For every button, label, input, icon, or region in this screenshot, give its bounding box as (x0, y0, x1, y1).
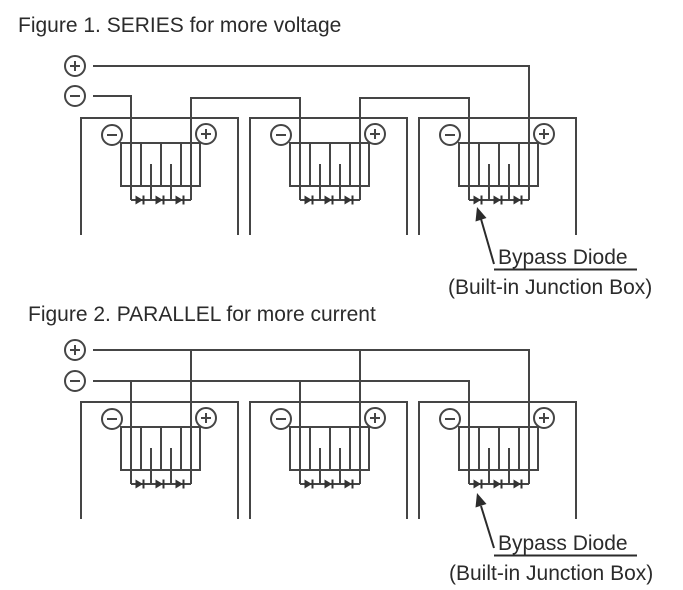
negative-bus-wire (93, 380, 470, 470)
solar-module-3 (419, 402, 576, 519)
array-negative-terminal-icon (64, 85, 86, 107)
solar-module-3 (419, 118, 576, 235)
callout-leader-line (480, 505, 495, 549)
bypass-diode-callout: Bypass Diode (Built-in Junction Box) (449, 493, 653, 585)
negative-lead-wire (93, 95, 132, 143)
array-negative-terminal-icon (64, 370, 86, 392)
series-link-wire-2 (359, 97, 470, 186)
figure1-title: Figure 1. SERIES for more voltage (18, 14, 341, 37)
solar-module-2 (250, 402, 407, 519)
array-positive-terminal-icon (64, 55, 86, 77)
series-link-wire-1 (190, 97, 301, 186)
figure2-parallel-diagram: Figure 2. PARALLEL for more current Bypa… (28, 303, 653, 585)
callout-leader-line (480, 218, 495, 265)
callout-label: Bypass Diode (498, 246, 628, 269)
solar-module-2 (250, 118, 407, 235)
callout-note: (Built-in Junction Box) (448, 276, 652, 299)
callout-arrowhead-icon (475, 493, 487, 508)
callout-note: (Built-in Junction Box) (449, 562, 653, 585)
figure2-title: Figure 2. PARALLEL for more current (28, 303, 376, 326)
figure1-series-diagram: Figure 1. SERIES for more voltage Bypass… (18, 14, 652, 299)
callout-label: Bypass Diode (498, 532, 628, 555)
solar-module-1 (81, 118, 238, 235)
array-positive-terminal-icon (64, 339, 86, 361)
solar-module-1 (81, 402, 238, 519)
callout-arrowhead-icon (475, 207, 487, 222)
bypass-diode-callout: Bypass Diode (Built-in Junction Box) (448, 207, 652, 299)
